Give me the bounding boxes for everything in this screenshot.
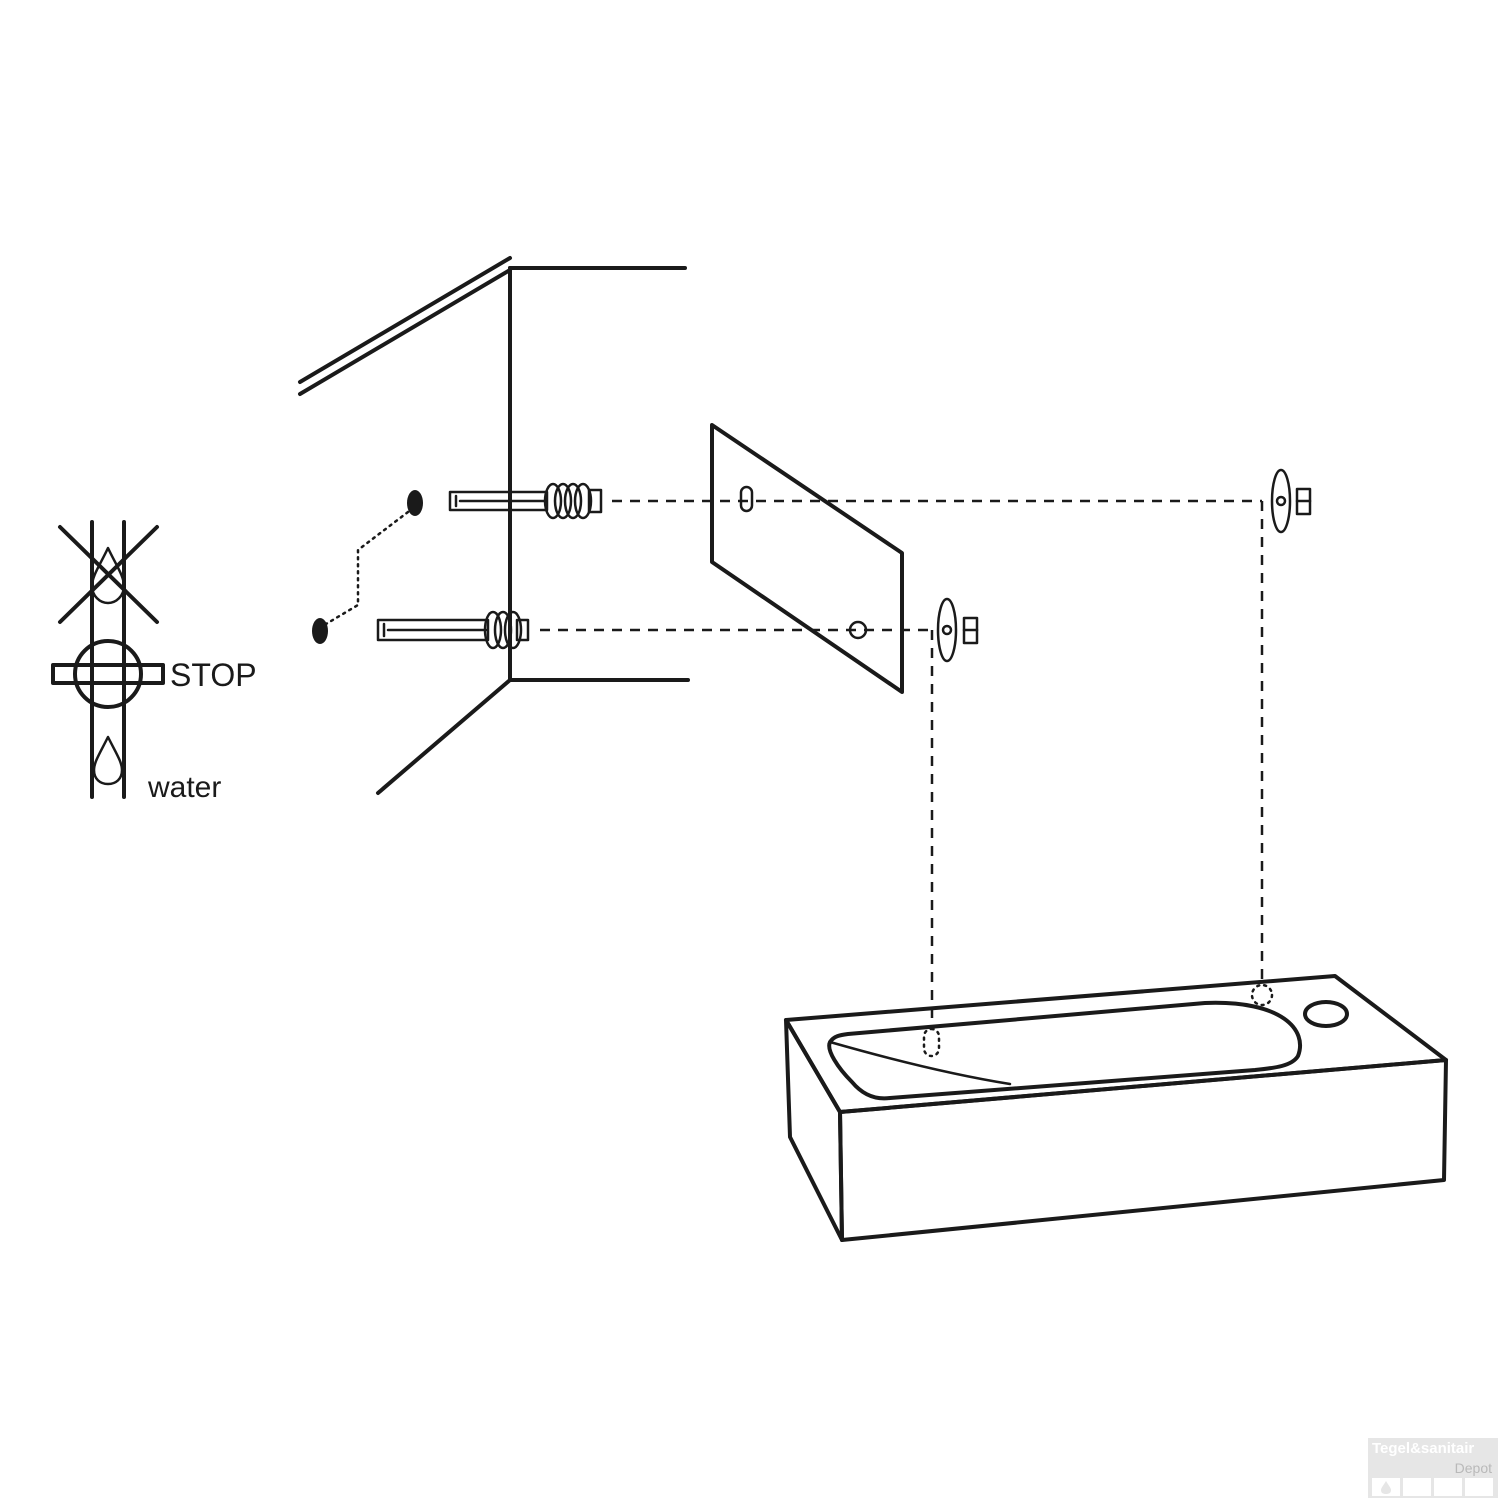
stop-label: STOP — [170, 657, 257, 693]
watermark-tiles-icon — [1372, 1478, 1493, 1496]
lower-washer-nut-icon — [936, 597, 979, 663]
mounting-plate — [710, 423, 904, 694]
water-drop-icon — [92, 735, 124, 786]
alignment-lines — [540, 499, 1264, 1025]
watermark-brand: Tegel&sanitair — [1372, 1440, 1475, 1457]
lower-wall-bolt-icon — [376, 610, 530, 650]
no-water-icon — [58, 525, 159, 624]
water-label: water — [147, 771, 221, 804]
basin-bowl — [827, 1000, 1303, 1101]
water-stop-valve-icon — [51, 520, 165, 799]
upper-wall-bolt-icon — [448, 482, 603, 520]
washbasin — [784, 974, 1448, 1242]
watermark-sub: Depot — [1454, 1460, 1492, 1476]
drill-holes — [312, 490, 423, 644]
brand-watermark: Tegel&sanitair Depot — [1368, 1438, 1498, 1498]
wall-corner — [298, 256, 690, 795]
upper-washer-nut-icon — [1270, 468, 1312, 534]
tap-hole — [1303, 1000, 1349, 1028]
